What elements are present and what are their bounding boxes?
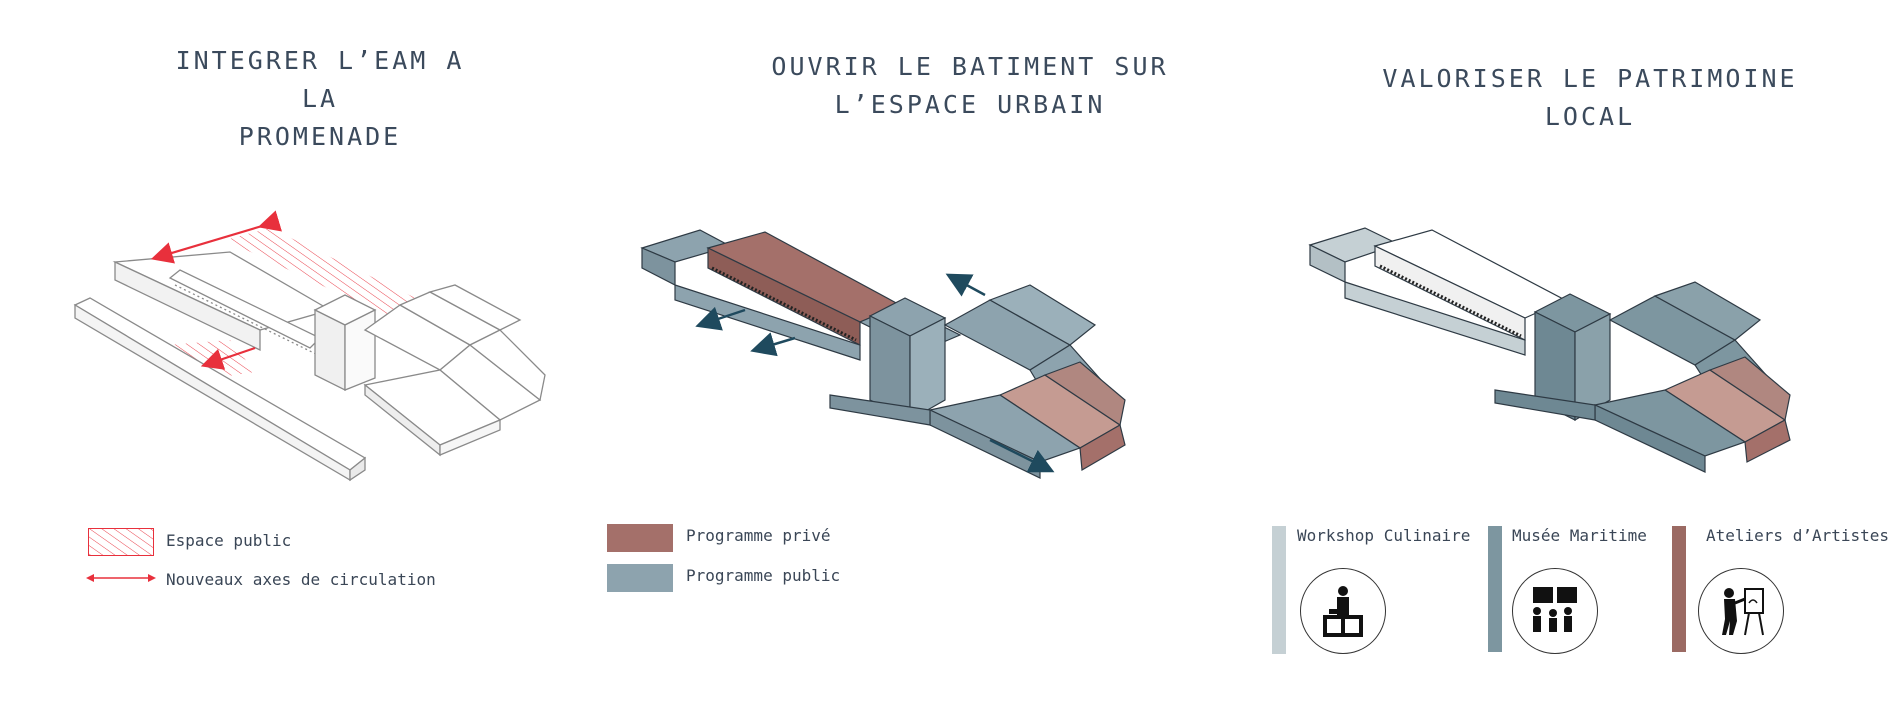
urban-arrow-4: [989, 438, 1055, 473]
legend-musee-maritime: Musée Maritime: [1512, 526, 1647, 545]
urban-arrow-2: [750, 332, 796, 357]
panel2-title-line1: OUVRIR LE BATIMENT SUR: [771, 52, 1169, 81]
workshop-bar: [1272, 526, 1286, 654]
legend-programme-public: Programme public: [686, 566, 841, 585]
legend-nouveaux-axes: Nouveaux axes de circulation: [166, 570, 436, 589]
legend-programme-prive: Programme privé: [686, 526, 831, 545]
espace-public-swatch: [88, 528, 154, 556]
panel2-building: [640, 229, 1126, 479]
panel3-building: [1308, 227, 1791, 473]
legend-workshop-culinaire: Workshop Culinaire: [1297, 526, 1471, 545]
panel2-title-line2: L’ESPACE URBAIN: [834, 90, 1106, 119]
circulation-arrow-2: [200, 346, 256, 370]
panel1-building: [73, 228, 546, 482]
panel1-title-line1: INTEGRER L’EAM A LA: [175, 46, 465, 113]
ateliers-bar: [1672, 526, 1686, 652]
museum-visitors-icon: [1512, 568, 1598, 654]
panel3-title-line1: VALORISER LE PATRIMOINE: [1382, 64, 1798, 93]
circulation-arrow-1: [150, 210, 283, 264]
circulation-arrow-swatch: [86, 574, 156, 582]
programme-prive-swatch: [607, 524, 673, 552]
panel3-title-line2: LOCAL: [1544, 102, 1636, 131]
legend-espace-public: Espace public: [166, 531, 292, 550]
urban-arrow-1: [695, 306, 746, 331]
legend-ateliers-artistes: Ateliers d’Artistes: [1706, 526, 1890, 545]
urban-arrow-3: [945, 273, 986, 297]
chef-cooking-icon: [1300, 568, 1386, 654]
museum-bar: [1488, 526, 1502, 652]
panel3-title: VALORISER LE PATRIMOINE LOCAL: [1380, 60, 1800, 136]
panel1-title-line2: PROMENADE: [238, 122, 402, 151]
programme-public-swatch: [607, 564, 673, 592]
panel2-title: OUVRIR LE BATIMENT SUR L’ESPACE URBAIN: [760, 48, 1180, 124]
painter-easel-icon: [1698, 568, 1784, 654]
panel1-title: INTEGRER L’EAM A LA PROMENADE: [150, 42, 490, 156]
